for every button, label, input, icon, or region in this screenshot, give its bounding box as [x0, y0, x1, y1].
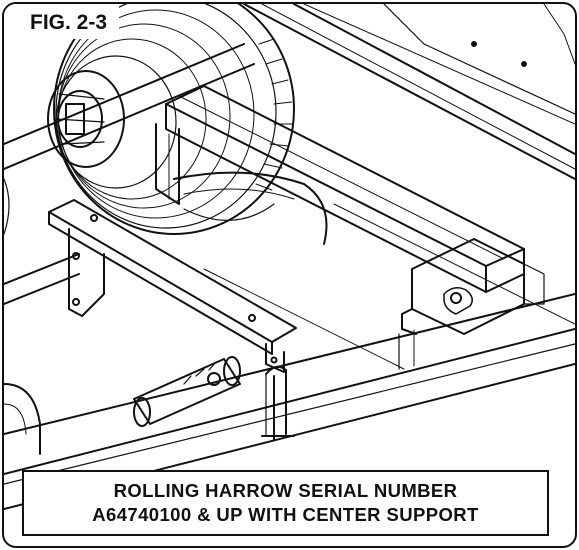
- u-bolt-clamp: [261, 365, 295, 441]
- hydraulic-cylinder: [133, 356, 241, 427]
- wheel-assembly: [47, 4, 295, 235]
- upper-frame-tube: [243, 4, 575, 180]
- lower-left-component: [4, 383, 41, 455]
- caption-line-2: A64740100 & UP WITH CENTER SUPPORT: [92, 504, 479, 525]
- center-support-tube: [165, 85, 525, 293]
- figure-label: FIG. 2-3: [4, 4, 120, 39]
- caption-box: ROLLING HARROW SERIAL NUMBER A64740100 &…: [22, 470, 549, 536]
- background-lines: [203, 4, 575, 370]
- angle-bar: [48, 199, 297, 373]
- left-frame-rail: [4, 43, 255, 305]
- caption-line-1: ROLLING HARROW SERIAL NUMBER: [113, 479, 458, 501]
- harrow-center-support-drawing: [4, 4, 575, 510]
- support-post: [155, 123, 180, 205]
- rear-tire: [173, 171, 328, 245]
